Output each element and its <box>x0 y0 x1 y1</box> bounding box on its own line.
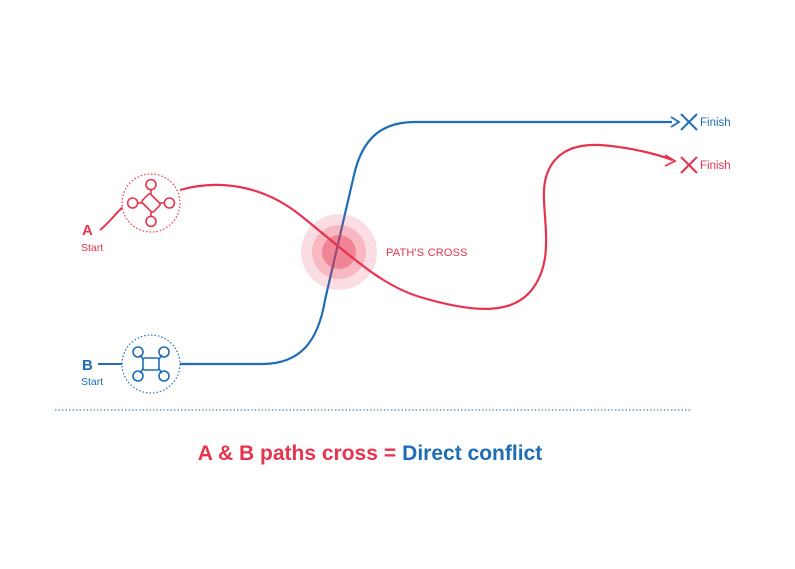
drone-b-letter: B <box>82 357 93 374</box>
finish-label-b: Finish <box>700 117 731 129</box>
caption-equals: = <box>384 442 396 465</box>
caption: A & B paths cross = Direct conflict <box>198 442 542 465</box>
finish-label-a: Finish <box>700 160 731 172</box>
drone-icon <box>121 334 181 394</box>
drone-b-start-label: Start <box>81 376 103 388</box>
drone-a-start-label: Start <box>81 242 103 254</box>
drone-a-letter: A <box>82 222 93 239</box>
x-mark-icon <box>680 113 698 131</box>
path-cross-marker <box>301 214 377 290</box>
drone-icon <box>121 173 181 233</box>
x-mark-icon <box>680 156 698 174</box>
arrowhead-a <box>664 154 677 167</box>
caption-part1: A & B paths cross <box>198 442 378 465</box>
caption-part2: Direct conflict <box>402 442 542 465</box>
arrowhead-b <box>670 116 681 128</box>
path-cross-label: PATH'S CROSS <box>386 247 468 259</box>
drone-a-connector <box>99 206 124 231</box>
path-a <box>179 143 673 310</box>
path-b <box>180 120 672 366</box>
